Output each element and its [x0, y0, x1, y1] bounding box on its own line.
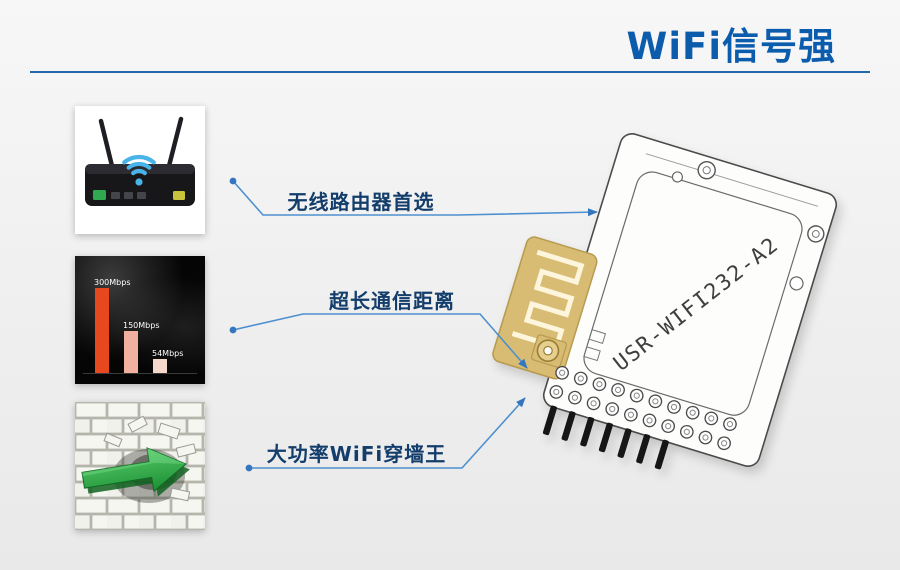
- router-ports: [93, 190, 185, 200]
- callout-dot: [229, 326, 237, 334]
- component-pad: [583, 346, 601, 362]
- callout-label-distance: 超长通信距离: [329, 289, 455, 313]
- mounting-hole: [789, 276, 804, 291]
- mini-bar-label: 150Mbps: [123, 321, 160, 330]
- component-pad: [588, 329, 607, 344]
- wall-arrow-photo: [75, 402, 205, 530]
- router-antenna-icon: [98, 116, 184, 169]
- wifi-arcs-icon: [122, 154, 156, 176]
- router-thumbnail: [75, 106, 205, 234]
- speed-chart-thumbnail: 300Mbps 150Mbps 54Mbps: [75, 256, 205, 384]
- callout-dot: [229, 177, 237, 185]
- wall-thumbnail: [75, 402, 205, 530]
- mounting-hole: [807, 225, 825, 243]
- pin-headers: [542, 405, 669, 470]
- mini-bar: [153, 359, 167, 374]
- mounting-hole: [697, 161, 716, 180]
- callout-label-router: 无线路由器首选: [287, 190, 435, 214]
- mini-bar-chart-bars: 300Mbps 150Mbps 54Mbps: [75, 256, 205, 384]
- callout-label-wall: 大功率WiFi穿墙王: [266, 442, 447, 466]
- mini-bar-label: 300Mbps: [94, 278, 131, 287]
- wifi-dot-icon: [135, 178, 143, 186]
- brick-debris: [103, 415, 197, 502]
- green-arrow-icon: [81, 447, 190, 497]
- shield-outline: [583, 171, 803, 416]
- pin-holes: [549, 365, 737, 451]
- router-photo: [75, 106, 205, 234]
- mini-bar: [95, 288, 109, 374]
- mounting-hole: [671, 171, 684, 183]
- module-illustration: USR-WIFI232-A2: [492, 133, 838, 470]
- mini-bar: [124, 331, 138, 374]
- page-title: WiFi信号强: [626, 25, 836, 68]
- header-divider: [30, 71, 870, 73]
- mini-bar-label: 54Mbps: [152, 349, 184, 358]
